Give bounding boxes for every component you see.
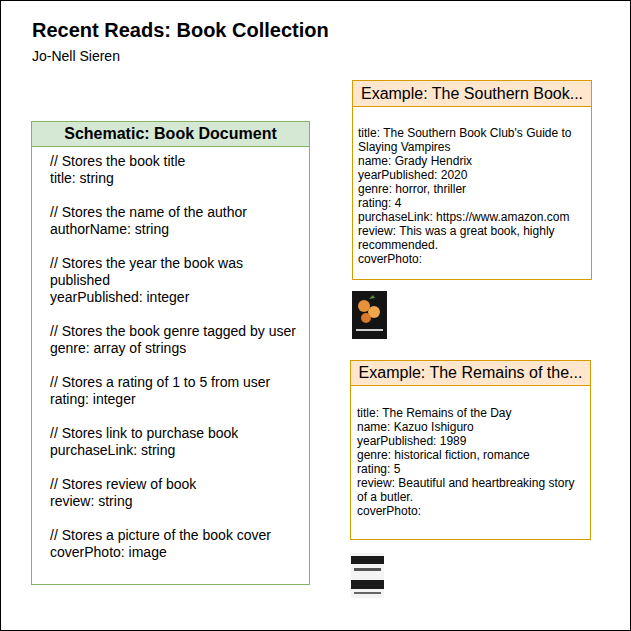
field-comment: // Stores the name of the author [50,204,301,221]
field-line: title: The Southern Book Club's Guide to… [358,126,585,154]
field-comment: // Stores link to purchase book [50,425,301,442]
diagram-title: Recent Reads: Book Collection [32,19,329,42]
field-comment: // Stores a picture of the book cover [50,527,301,544]
field-line: purchaseLink: string [50,442,301,459]
field-line: title: string [50,170,301,187]
field-line: authorName: string [50,221,301,238]
book-cover [351,553,384,598]
box-header: Example: The Southern Book... [353,81,591,107]
field-line: title: The Remains of the Day [357,406,584,420]
field-line: name: Grady Hendrix [358,154,585,168]
field-line: name: Kazuo Ishiguro [357,420,584,434]
field-line: yearPublished: 2020 [358,168,585,182]
field-comment: // Stores the book title [50,153,301,170]
field-line: coverPhoto: [358,252,585,266]
book-cover [352,291,387,339]
field-line: review: string [50,493,301,510]
box-body: // Stores the book titletitle: string // … [32,147,309,584]
box-title: Example: The Southern Book... [361,85,583,103]
field-comment: // Stores a rating of 1 to 5 from user [50,374,301,391]
example-box: Example: The Southern Book... title: The … [352,80,592,280]
field-line: coverPhoto: image [50,544,301,561]
field-comment: // Stores review of book [50,476,301,493]
box-title: Schematic: Book Document [64,125,276,143]
box-header: Schematic: Book Document [32,122,309,147]
box-body: title: The Southern Book Club's Guide to… [353,107,591,274]
schema-box: Schematic: Book Document // Stores the bo… [31,121,310,585]
field-line: yearPublished: integer [50,289,301,306]
field-comment: // Stores the book genre tagged by user [50,323,301,340]
example-box: Example: The Remains of the... title: The… [350,360,591,540]
field-line: review: This was a great book, highly re… [358,224,585,252]
author-label: Jo-Nell Sieren [32,48,120,64]
field-line: genre: array of strings [50,340,301,357]
field-comment: // Stores the year the book was publishe… [50,255,301,289]
field-line: genre: horror, thriller [358,182,585,196]
field-line: coverPhoto: [357,504,584,518]
box-title: Example: The Remains of the... [359,364,583,382]
field-line: yearPublished: 1989 [357,434,584,448]
field-line: rating: 4 [358,196,585,210]
field-line: genre: historical fiction, romance [357,448,584,462]
field-line: purchaseLink: https://www.amazon.com [358,210,585,224]
box-body: title: The Remains of the Dayname: Kazuo… [351,386,590,526]
field-line: rating: 5 [357,462,584,476]
field-line: review: Beautiful and heartbreaking stor… [357,476,584,504]
box-header: Example: The Remains of the... [351,361,590,386]
field-line: rating: integer [50,391,301,408]
